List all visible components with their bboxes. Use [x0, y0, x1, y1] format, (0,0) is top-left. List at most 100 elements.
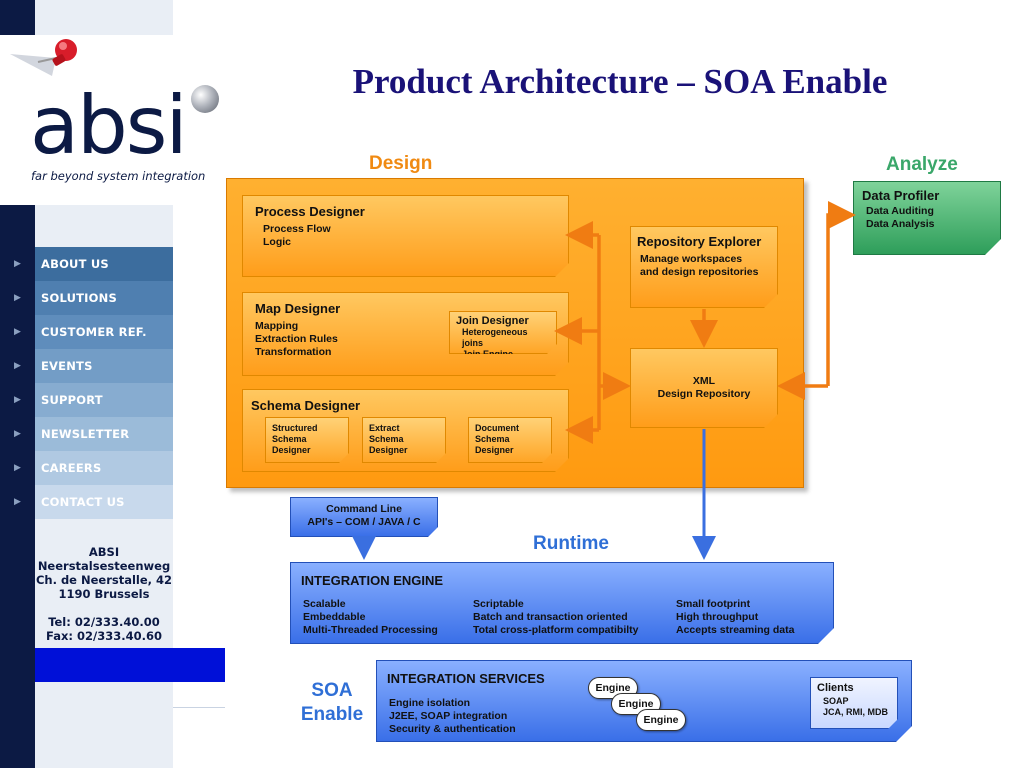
data-profiler-item: Data Analysis [866, 218, 935, 230]
data-profiler-title: Data Profiler [862, 188, 940, 203]
section-design: Design [369, 153, 433, 174]
schema-sub-item: Designer [272, 445, 311, 455]
process-designer-item: Logic [263, 236, 291, 248]
xml-design-repository-box: XML Design Repository [630, 348, 778, 428]
clients-item: SOAP [823, 696, 849, 706]
page-title: Product Architecture – SOA Enable [352, 62, 888, 101]
engine-feature: Accepts streaming data [676, 624, 795, 636]
schema-sub-item: Document [475, 423, 520, 433]
engine-feature: Embeddable [303, 611, 366, 623]
schema-designer-title: Schema Designer [251, 398, 361, 413]
chevron-right-icon: ▶ [0, 485, 35, 519]
sidebar-item-label: EVENTS [35, 349, 173, 383]
integration-engine-box: INTEGRATION ENGINE Scalable Embeddable M… [290, 562, 834, 644]
corner-light-block [35, 0, 173, 35]
engine-feature: Scriptable [473, 598, 524, 610]
process-designer-title: Process Designer [255, 204, 365, 219]
address-line: 1190 Brussels [58, 587, 150, 601]
sidebar-dark-block [0, 205, 35, 247]
engine-feature: High throughput [676, 611, 759, 623]
divider [173, 707, 225, 708]
phone-number: Tel: 02/333.40.00 [48, 615, 160, 629]
schema-sub-item: Schema [369, 434, 404, 444]
chevron-right-icon: ▶ [0, 451, 35, 485]
logo-text: absi [30, 79, 188, 172]
xml-repository-line: XML [692, 375, 716, 387]
chevron-right-icon: ▶ [0, 281, 35, 315]
schema-sub-item: Designer [369, 445, 408, 455]
schema-sub-item: Extract [369, 423, 400, 433]
document-schema-designer-box: Document Schema Designer [468, 417, 552, 463]
repository-explorer-title: Repository Explorer [637, 234, 762, 249]
clients-title: Clients [817, 682, 854, 694]
soa-label: SOA [311, 680, 353, 701]
clients-box: Clients SOAP JCA, RMI, MDB [810, 677, 898, 729]
section-soa-enable: SOA Enable [296, 679, 368, 727]
map-designer-item: Extraction Rules [255, 333, 338, 345]
map-designer-item: Transformation [255, 346, 332, 358]
repository-explorer-box: Repository Explorer Manage workspaces an… [630, 226, 778, 308]
blue-band [35, 648, 225, 682]
engine-feature: Multi-Threaded Processing [303, 624, 438, 636]
address-line: Ch. de Neerstalle, 42 [35, 573, 173, 587]
section-runtime: Runtime [533, 533, 609, 554]
sidebar-light-block [35, 205, 173, 247]
process-designer-box: Process Designer Process Flow Logic [242, 195, 569, 277]
clients-item: JCA, RMI, MDB [823, 707, 888, 717]
xml-repository-line: Design Repository [657, 388, 751, 400]
address-line: Neerstalsesteenweg [37, 559, 171, 573]
chevron-right-icon: ▶ [0, 247, 35, 281]
chevron-right-icon: ▶ [0, 383, 35, 417]
structured-schema-designer-box: Structured Schema Designer [265, 417, 349, 463]
sidebar-item-careers[interactable]: ▶CAREERS [0, 451, 173, 485]
fax-number: Fax: 02/333.40.60 [46, 629, 162, 643]
sidebar-item-label: SOLUTIONS [35, 281, 173, 315]
schema-sub-item: Schema [475, 434, 510, 444]
section-analyze: Analyze [886, 154, 958, 175]
repository-explorer-item: and design repositories [640, 266, 759, 278]
integration-engine-title: INTEGRATION ENGINE [301, 573, 444, 588]
process-designer-item: Process Flow [263, 223, 331, 235]
arrow-to-data-profiler [826, 201, 856, 386]
sidebar-item-contact-us[interactable]: ▶CONTACT US [0, 485, 173, 519]
command-line-box: Command Line API's – COM / JAVA / C [290, 497, 438, 537]
logo-tagline: far beyond system integration [31, 169, 206, 183]
sidebar-item-label: ABOUT US [35, 247, 173, 281]
join-designer-title: Join Designer [456, 315, 529, 327]
schema-sub-item: Designer [475, 445, 514, 455]
services-feature: Security & authentication [389, 723, 516, 735]
extract-schema-designer-box: Extract Schema Designer [362, 417, 446, 463]
join-designer-item: Heterogeneous joins [462, 327, 528, 348]
sidebar-item-newsletter[interactable]: ▶NEWSLETTER [0, 417, 173, 451]
data-profiler-item: Data Auditing [866, 205, 934, 217]
data-profiler-box: Data Profiler Data Auditing Data Analysi… [853, 181, 1001, 255]
sidebar-item-customer-ref[interactable]: ▶CUSTOMER REF. [0, 315, 173, 349]
address-line: ABSI [88, 545, 120, 559]
sidebar-item-solutions[interactable]: ▶SOLUTIONS [0, 281, 173, 315]
services-feature: J2EE, SOAP integration [389, 710, 508, 722]
join-designer-box: Join Designer Heterogeneous joins Join E… [449, 311, 557, 354]
sidebar-item-events[interactable]: ▶EVENTS [0, 349, 173, 383]
command-line-item: API's – COM / JAVA / C [307, 516, 421, 528]
enable-label: Enable [300, 704, 364, 725]
sidebar-item-label: SUPPORT [35, 383, 173, 417]
engine-pill: Engine [636, 709, 686, 731]
chevron-right-icon: ▶ [0, 349, 35, 383]
company-address: ABSI Neerstalsesteenweg Ch. de Neerstall… [35, 545, 173, 643]
map-designer-item: Mapping [255, 320, 299, 332]
corner-block [0, 0, 35, 35]
engine-feature: Total cross-platform compatibilty [473, 624, 639, 636]
sidebar-item-about-us[interactable]: ▶ABOUT US [0, 247, 173, 281]
services-feature: Engine isolation [389, 697, 471, 709]
chevron-right-icon: ▶ [0, 315, 35, 349]
command-line-item: Command Line [326, 503, 402, 515]
map-designer-title: Map Designer [255, 301, 341, 316]
engine-feature: Batch and transaction oriented [473, 611, 628, 623]
sidebar-item-label: CUSTOMER REF. [35, 315, 173, 349]
logo-sphere-icon [191, 85, 219, 113]
integration-services-title: INTEGRATION SERVICES [387, 671, 545, 686]
schema-sub-item: Schema [272, 434, 307, 444]
sidebar-item-support[interactable]: ▶SUPPORT [0, 383, 173, 417]
sidebar-item-label: CAREERS [35, 451, 173, 485]
